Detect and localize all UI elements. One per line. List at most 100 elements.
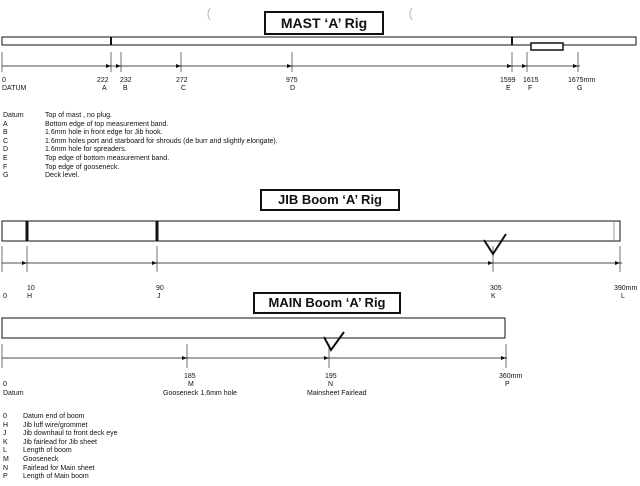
mast-legend-row: C 1.6mm holes port and starboard for shro… (3, 138, 423, 147)
mast-value-datum: 0 (2, 77, 6, 84)
main-value-datum: 0 (3, 381, 7, 388)
mast-value-e: 1599 (500, 77, 516, 84)
legend-key: Datum (3, 112, 24, 119)
jib-value-h: 10 (27, 285, 35, 292)
boom-legend-row: K Jib fairlead for Jib sheet (3, 439, 303, 448)
punch-hole-mark (207, 7, 211, 21)
legend-key: 0 (3, 413, 7, 420)
mast-value-a: 222 (97, 77, 109, 84)
mast-letter-b: B (123, 85, 128, 92)
jib-arrowheads (22, 261, 620, 265)
legend-text: Gooseneck (23, 455, 59, 463)
jib-ticks (1, 246, 621, 272)
main-letter-p: P (505, 381, 510, 388)
main-arrowheads (182, 356, 506, 360)
legend-text: Bottom edge of top measurement band. (45, 120, 169, 128)
legend-key: A (3, 120, 8, 128)
main-letter-datum: Datum (3, 390, 24, 397)
mast-legend: Datum Top of mast , no plug. A Bottom edge… (3, 112, 423, 181)
jib-value-l: 390mm (614, 285, 638, 292)
jib-boom-bar (1, 220, 621, 242)
mast-letter-f: F (528, 85, 532, 92)
legend-text: Top edge of bottom measurement band. (45, 154, 170, 162)
boom-legend-row: H Jib luff wire/grommet (3, 422, 303, 431)
boom-legend-row: 0 Datum end of boom (3, 413, 303, 422)
main-boom-title: MAIN Boom ‘A’ Rig (253, 292, 401, 314)
legend-key: F (3, 163, 8, 171)
legend-key: M (3, 455, 9, 463)
legend-text: Datum end of boom (23, 413, 85, 420)
mast-letter-d: D (290, 85, 295, 92)
mast-value-c: 272 (176, 77, 188, 84)
legend-text: 1.6mm hole in front edge for Jib hook. (45, 129, 163, 137)
jib-letter-k: K (491, 293, 496, 300)
legend-text: Length of Main boom (23, 473, 89, 481)
legend-key: K (3, 438, 8, 446)
gooseneck-block (530, 42, 564, 51)
legend-text: Jib fairlead for Jib sheet (23, 438, 97, 446)
jib-boom-title: JIB Boom ‘A’ Rig (260, 189, 400, 211)
mast-value-d: 975 (286, 77, 298, 84)
legend-text: 1.6mm hole for spreaders. (45, 146, 127, 154)
legend-key: J (3, 430, 7, 438)
jib-value-j: 90 (156, 285, 164, 292)
legend-text: Length of boom (23, 447, 72, 455)
jib-value-k: 305 (490, 285, 502, 292)
punch-hole-mark (409, 7, 413, 21)
mast-legend-row: F Top edge of gooseneck. (3, 164, 423, 173)
main-note-n: Mainsheet Fairlead (307, 390, 367, 397)
legend-text: 1.6mm holes port and starboard for shrou… (45, 137, 278, 145)
mast-legend-row: E Top edge of bottom measurement band. (3, 155, 423, 164)
legend-text: Top of mast , no plug. (45, 112, 112, 119)
boom-legend-row: L Length of boom (3, 447, 303, 456)
main-value-m: 185 (184, 373, 196, 380)
legend-key: L (3, 447, 7, 455)
mast-legend-row: B 1.6mm hole in front edge for Jib hook. (3, 129, 423, 138)
mast-legend-row: G Deck level. (3, 172, 423, 181)
boom-legend-row: P Length of Main boom (3, 473, 303, 482)
boom-legend: 0 Datum end of boom H Jib luff wire/gromme… (3, 413, 303, 482)
mast-value-g: 1675mm (568, 77, 595, 84)
legend-key: G (3, 172, 9, 180)
main-value-p: 360mm (499, 373, 523, 380)
main-boom-bar (1, 317, 506, 339)
mast-arrowheads (106, 64, 578, 68)
mast-letter-datum: DATUM (2, 85, 27, 92)
main-note-m: Gooseneck 1.6mm hole (163, 390, 237, 397)
jib-letter-h: H (27, 293, 32, 300)
legend-key: N (3, 464, 9, 472)
boom-legend-row: J Jib downhaul to front deck eye (3, 430, 303, 439)
legend-key: B (3, 129, 8, 137)
mast-value-b: 232 (120, 77, 132, 84)
mast-value-f: 1615 (523, 77, 539, 84)
mast-letter-c: C (181, 85, 186, 92)
legend-text: Top edge of gooseneck. (45, 163, 120, 171)
boom-legend-row: M Gooseneck (3, 456, 303, 465)
main-letter-n: N (328, 381, 333, 388)
legend-text: Jib luff wire/grommet (23, 421, 88, 429)
mast-title: MAST ‘A’ Rig (264, 11, 384, 35)
jib-value-0: 0 (3, 293, 7, 300)
main-fairlead-tick-icon (323, 331, 345, 352)
main-value-n: 195 (325, 373, 337, 380)
legend-key: P (3, 473, 8, 481)
legend-text: Fairlead for Main sheet (23, 464, 95, 472)
jib-letter-l: L (621, 293, 625, 300)
jib-letter-j: J (157, 293, 161, 300)
mast-legend-row: A Bottom edge of top measurement band. (3, 121, 423, 130)
mast-ticks (1, 52, 579, 72)
main-letter-m: M (188, 381, 194, 388)
mast-legend-row: Datum Top of mast , no plug. (3, 112, 423, 121)
legend-key: H (3, 421, 9, 429)
legend-key: E (3, 154, 8, 162)
boom-legend-row: N Fairlead for Main sheet (3, 465, 303, 474)
legend-text: Deck level. (45, 172, 80, 180)
mast-letter-a: A (102, 85, 107, 92)
main-ticks (1, 344, 507, 368)
legend-key: C (3, 137, 9, 145)
legend-text: Jib downhaul to front deck eye (23, 430, 118, 438)
mast-letter-g: G (577, 85, 582, 92)
mast-bar (1, 36, 637, 46)
